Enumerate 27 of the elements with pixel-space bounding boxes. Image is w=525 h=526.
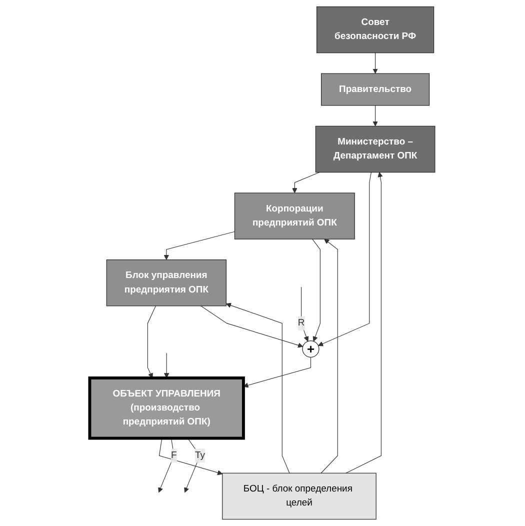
node-box: БОЦ - блок определения целей xyxy=(222,472,377,520)
arrow xyxy=(372,105,378,126)
node-box: Совет безопасности РФ xyxy=(316,6,434,54)
node-box: Правительство xyxy=(321,73,430,106)
arrow xyxy=(159,438,223,476)
node-circle: + xyxy=(302,340,320,358)
arrow xyxy=(164,352,170,378)
arrow xyxy=(226,302,290,474)
arrow xyxy=(243,356,312,388)
node-box: Министерство – Департамент ОПК xyxy=(316,126,436,173)
node-box: ОБЪЕКТ УПРАВЛЕНИЯ (производство предприятий ОПК) xyxy=(88,376,246,440)
arrow xyxy=(292,172,320,194)
arrow xyxy=(200,306,304,348)
arrow xyxy=(158,438,174,493)
arrow xyxy=(318,172,372,346)
node-box: Корпорации предприятий ОПК xyxy=(234,192,356,240)
arrow xyxy=(312,238,321,342)
arrow xyxy=(372,52,378,74)
arrow xyxy=(301,286,309,342)
node-box: Блок управления предприятия ОПК xyxy=(106,259,227,306)
edge-label: R xyxy=(298,318,305,328)
arrow xyxy=(320,238,338,474)
arrow xyxy=(164,231,236,260)
arrow xyxy=(148,306,156,378)
arrow xyxy=(346,172,383,474)
edge-label: F xyxy=(171,450,177,460)
edge-label: Ту xyxy=(195,450,206,460)
